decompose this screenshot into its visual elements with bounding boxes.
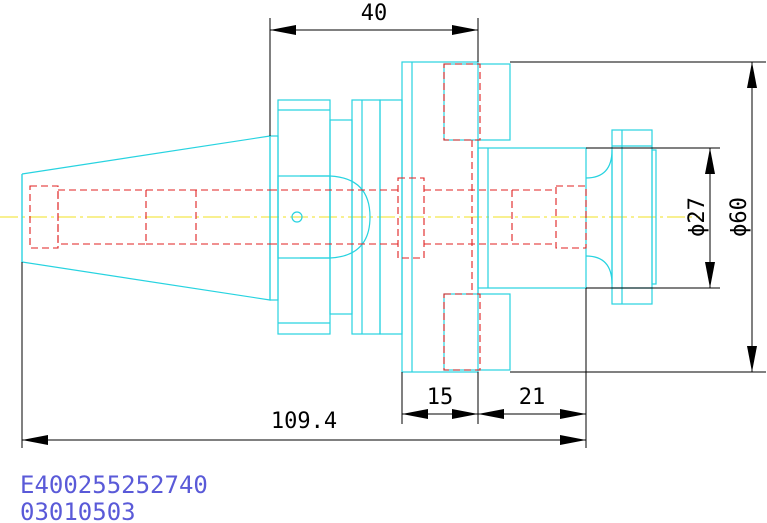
- end-nut: [585, 129, 657, 305]
- part-number: E400255252740: [20, 471, 208, 499]
- dimension-109-4: [21, 262, 586, 448]
- dimension-40-label: 40: [361, 1, 388, 26]
- dimension-phi60: [510, 61, 766, 373]
- dimension-phi60-label: ϕ60: [727, 197, 752, 237]
- dimension-109-4-label: 109.4: [271, 409, 337, 434]
- dimension-40: [269, 18, 479, 136]
- part-code: 03010503: [20, 498, 136, 523]
- dimension-21-label: 21: [519, 385, 546, 410]
- dimension-15-21: [401, 288, 587, 448]
- dimension-15-label: 15: [427, 385, 454, 410]
- flange-body: [269, 99, 403, 335]
- hidden-lines: [29, 63, 587, 371]
- dimension-phi27: [586, 147, 720, 289]
- dimension-phi27-label: ϕ27: [685, 197, 710, 237]
